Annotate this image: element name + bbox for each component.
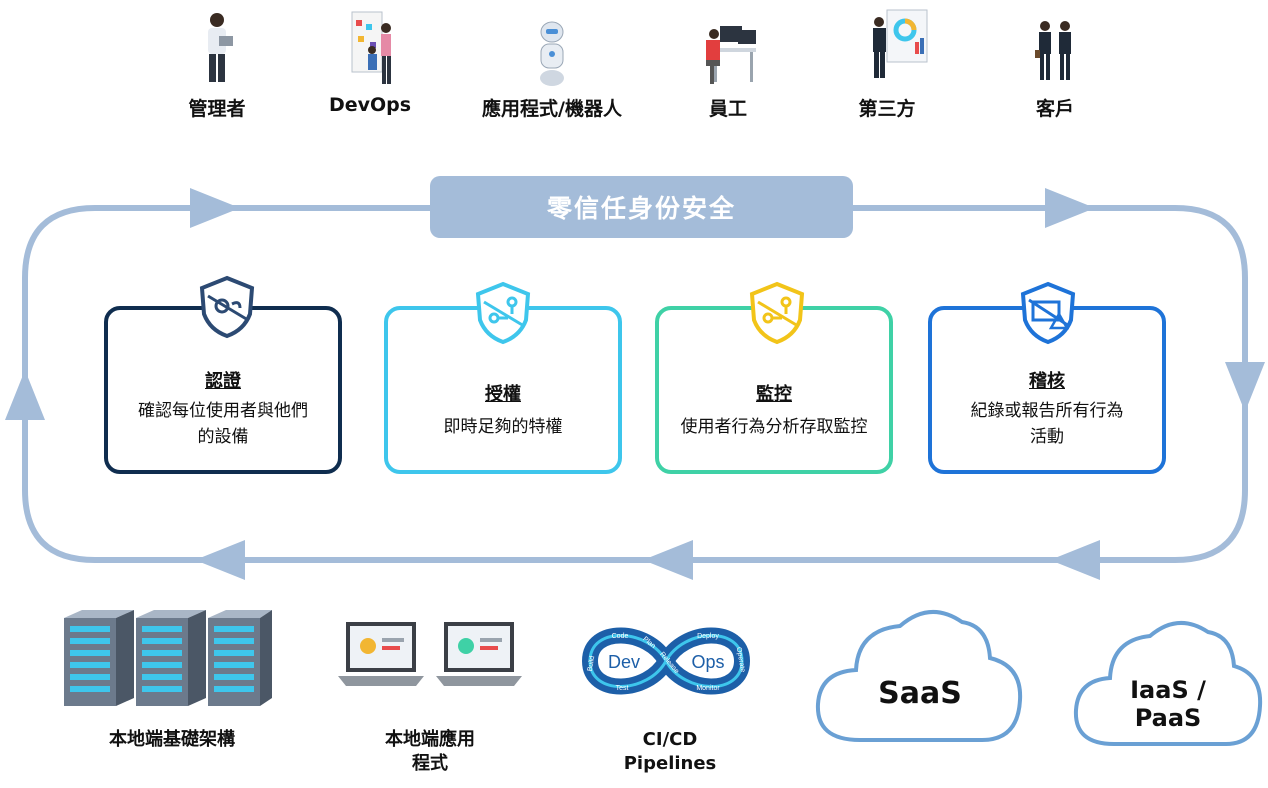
actor-employee: 員工 [648, 10, 808, 120]
authorization-shield-icon [475, 281, 531, 345]
actor-devops: DevOps [290, 10, 450, 120]
loop-arrow-down [1225, 362, 1265, 412]
iaas-paas-label: IaaS /PaaS [1130, 676, 1206, 732]
devops-stage-test: Test [616, 685, 629, 692]
employee-desk-icon [706, 26, 756, 84]
devops-stage-deploy: Deploy [697, 633, 719, 640]
loop-arrow-left-2 [643, 540, 693, 580]
actor-third-party: 第三方 [807, 4, 967, 120]
pillar-title: 授權 [485, 384, 521, 405]
iaas-paas-cloud-icon [1073, 620, 1263, 746]
saas-label: SaaS [878, 676, 962, 711]
loop-arrow-left-3 [195, 540, 245, 580]
actor-robot: 應用程式/機器人 [452, 10, 652, 120]
server-rack-icon [64, 610, 272, 706]
devops-stage-build: Build [587, 655, 597, 672]
pillar-title: 稽核 [1029, 371, 1065, 392]
actor-label: 管理者 [188, 98, 246, 120]
pillar-description: 紀錄或報告所有行為活動 [970, 401, 1124, 447]
pillar-description: 確認每位使用者與他們的設備 [138, 401, 308, 447]
devops-stage-operate: Operate [735, 647, 746, 673]
devops-team-board-icon [351, 11, 391, 84]
actor-label: 應用程式/機器人 [482, 98, 622, 120]
actor-label: DevOps [328, 94, 412, 116]
zero-trust-title: 零信任身份安全 [430, 176, 853, 238]
authentication-shield-icon [199, 275, 255, 339]
actor-label: 第三方 [858, 98, 916, 120]
actor-label: 客戶 [1035, 98, 1074, 120]
loop-arrow-up [5, 370, 45, 420]
customers-people-icon [1035, 21, 1071, 80]
administrator-person-icon [208, 13, 233, 82]
actor-administrator: 管理者 [137, 10, 297, 120]
pillar-title: 認證 [205, 371, 241, 392]
devops-dev-text: Dev [608, 652, 640, 672]
devops-stage-monitor: Monitor [696, 685, 720, 692]
robot-icon [540, 21, 564, 86]
loop-arrow-right-2 [1045, 188, 1095, 228]
third-party-presenter-icon [873, 9, 928, 78]
monitoring-shield-icon [749, 281, 805, 345]
resource-label-infrastructure: 本地端基礎架構 [109, 729, 235, 750]
saas-cloud-icon [815, 609, 1023, 742]
laptop-icon [338, 622, 522, 686]
devops-ops-text: Ops [691, 652, 724, 672]
pillar-description: 使用者行為分析存取監控 [680, 417, 868, 437]
actor-label: 員工 [708, 98, 747, 120]
loop-arrow-right-1 [190, 188, 240, 228]
devops-infinity-icon: Dev Ops Code Plan Build Test Release Dep… [582, 627, 750, 695]
audit-shield-icon [1020, 281, 1076, 345]
pillar-description: 即時足夠的特權 [443, 417, 563, 437]
pillar-title: 監控 [756, 384, 792, 405]
devops-stage-code: Code [612, 633, 629, 640]
resource-label-onprem-apps: 本地端應用程式 [385, 729, 475, 774]
loop-arrow-left-1 [1050, 540, 1100, 580]
actor-customers: 客戶 [975, 10, 1135, 120]
